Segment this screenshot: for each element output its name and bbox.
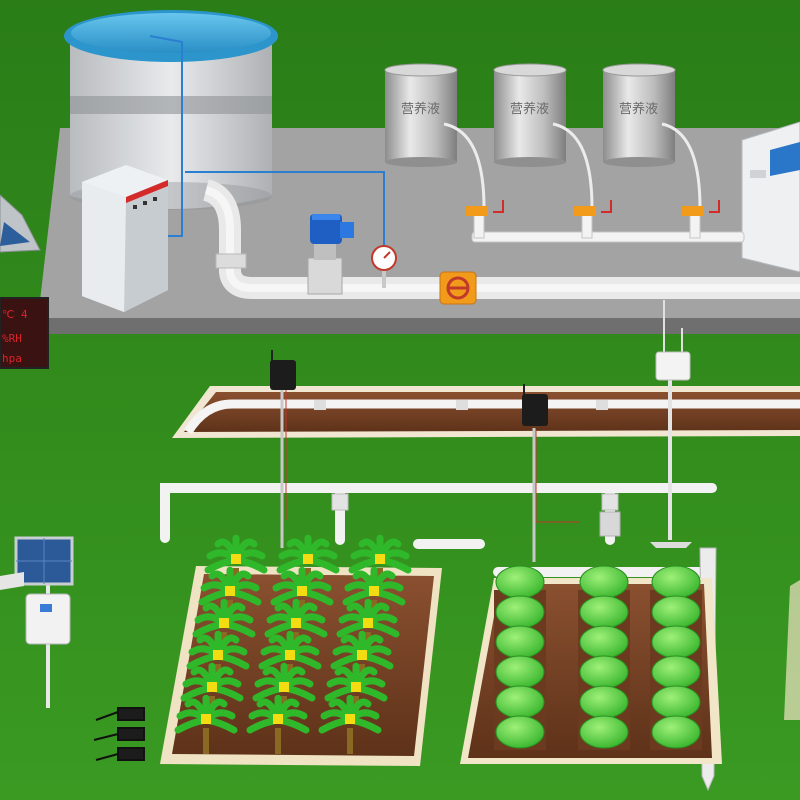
banana-plant xyxy=(246,694,310,754)
main-pipe xyxy=(202,179,800,299)
cabbage-plant xyxy=(495,685,545,719)
nutrient-tank-3-label: 营养液 xyxy=(619,101,658,117)
banana-plant xyxy=(348,534,412,594)
sensor-wire xyxy=(149,35,183,237)
banana-plant xyxy=(318,694,382,754)
cabbage-plant xyxy=(651,685,701,719)
led-line-1: ℃ 4 xyxy=(2,308,28,321)
banana-plants xyxy=(174,534,412,754)
nutrient-tank-1: 营养液 xyxy=(384,63,458,167)
cabbage-plant xyxy=(651,595,701,629)
cabbage-plant xyxy=(651,655,701,689)
wireless-sensor-2 xyxy=(522,384,580,562)
cabbage-plant xyxy=(651,565,701,599)
nutrient-tank-1-label: 营养液 xyxy=(401,101,440,117)
cabbage-plant xyxy=(495,655,545,689)
cabbage-plant xyxy=(579,715,629,749)
banana-plant xyxy=(258,630,322,690)
cabbage-field xyxy=(460,565,722,764)
cabbage-plant xyxy=(579,685,629,719)
cabbage-plant xyxy=(579,565,629,599)
banana-plant xyxy=(186,630,250,690)
banana-plant xyxy=(276,534,340,594)
cabbage-plant xyxy=(651,625,701,659)
cabbage-plant xyxy=(579,655,629,689)
cabbage-plant xyxy=(579,595,629,629)
banana-plant xyxy=(330,630,394,690)
led-display-board: ℃ 4 %RH hpa xyxy=(0,297,49,369)
drainage-ditch xyxy=(172,386,800,438)
led-line-3: hpa xyxy=(2,352,22,365)
weather-station-icon xyxy=(0,536,74,708)
cabbage-plant xyxy=(495,565,545,599)
fertigation-machine xyxy=(741,121,800,273)
control-cabinet xyxy=(82,165,168,312)
banana-field xyxy=(160,534,442,766)
wireless-sensor-1 xyxy=(270,350,296,548)
nutrient-tank-2: 营养液 xyxy=(493,63,567,167)
solar-panel-left xyxy=(0,194,41,253)
dosing-pipe xyxy=(466,200,745,243)
banana-plant xyxy=(204,534,268,594)
banana-plant xyxy=(198,566,262,626)
banana-plant xyxy=(324,662,388,722)
banana-plant xyxy=(174,694,238,754)
nutrient-hoses xyxy=(443,122,702,209)
banana-plant xyxy=(336,598,400,658)
banana-plant xyxy=(180,662,244,722)
cabbage-rows xyxy=(494,565,702,750)
led-line-2: %RH xyxy=(2,332,22,345)
banana-plant xyxy=(270,566,334,626)
banana-plant xyxy=(252,662,316,722)
water-tank xyxy=(64,10,278,210)
weather-station-pole xyxy=(650,300,692,548)
cabbage-plant xyxy=(495,625,545,659)
pump xyxy=(307,214,354,295)
cabbage-plant xyxy=(495,715,545,749)
cabbage-plant xyxy=(495,595,545,629)
main-valve xyxy=(439,271,477,305)
nutrient-tank-2-label: 营养液 xyxy=(510,101,549,117)
cabbage-plant xyxy=(651,715,701,749)
nutrient-tank-3: 营养液 xyxy=(602,63,676,167)
banana-plant xyxy=(192,598,256,658)
pressure-gauge xyxy=(371,245,397,288)
cabbage-plant xyxy=(579,625,629,659)
soil-sensor-icon xyxy=(93,707,145,761)
